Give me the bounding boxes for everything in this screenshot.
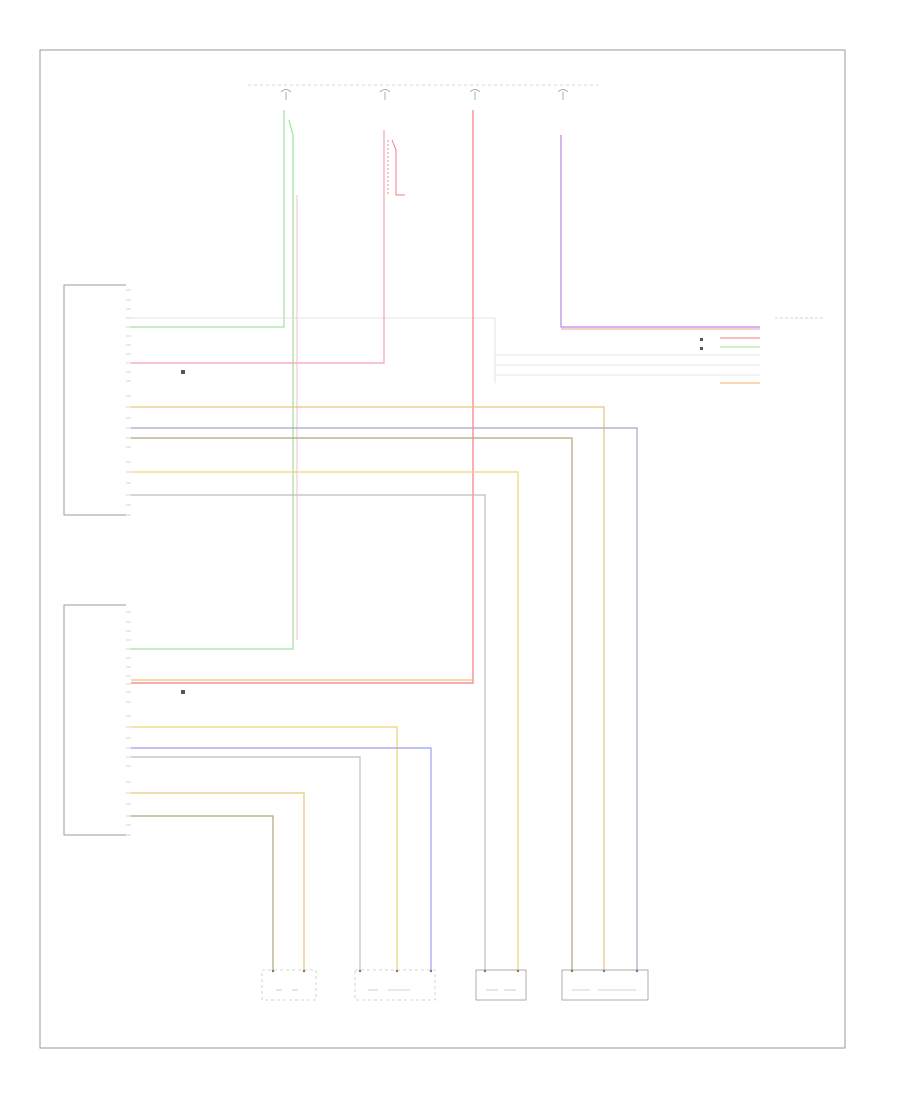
wire-green-lower <box>131 119 294 650</box>
right-rear-seat-module-box <box>63 284 126 516</box>
wire-violet <box>560 135 760 328</box>
left-rear-seat-heater-switch <box>261 969 317 1001</box>
fuse-2 <box>379 89 391 100</box>
wire-orange-upper <box>131 406 605 970</box>
upper-module-pins <box>126 289 131 516</box>
left-rear-seat-module-box <box>63 604 126 836</box>
wire-yellow-upper <box>131 471 519 970</box>
wire-brown-upper <box>131 437 573 970</box>
diagram-border <box>39 49 846 1049</box>
lower-module-pins <box>126 611 131 836</box>
splice-markers <box>181 338 703 694</box>
fuse-1 <box>280 89 292 100</box>
wire-grey-blue-upper <box>131 427 638 970</box>
right-rear-seat-heater-switch <box>475 969 527 1001</box>
wire-blue-lower <box>131 747 432 970</box>
fuse-3 <box>469 89 481 100</box>
wire-orange-lower-2 <box>131 792 305 970</box>
wire-grey-lower <box>131 756 361 970</box>
left-rear-seat-heater-switch-2 <box>354 969 436 1001</box>
switch-pin-dots <box>271 969 639 973</box>
right-rear-seat-heater-switch-2 <box>561 969 649 1001</box>
wire-green-upper <box>131 110 285 328</box>
wire-yellow-lower <box>131 726 398 970</box>
wire-brown-lower <box>131 815 274 970</box>
wire-red-lower <box>131 110 474 684</box>
wire-grey-upper <box>131 494 486 970</box>
wire-red-upper <box>131 130 385 364</box>
wire-red-branch <box>391 139 405 196</box>
fuse-4 <box>557 89 569 100</box>
